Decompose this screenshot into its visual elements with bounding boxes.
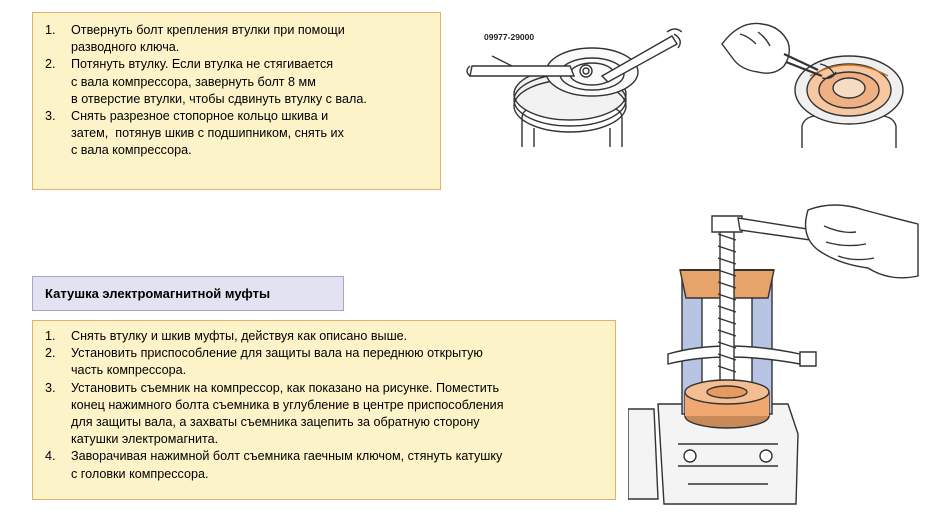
section-title: Катушка электромагнитной муфты [32,276,344,311]
coil-puller-figure [628,204,919,505]
step-text: Отвернуть болт крепления втулки при помо… [71,23,345,55]
step-text: Установить съемник на компрессор, как по… [71,380,504,447]
step-number: 2. [45,57,56,72]
tool-code-label: 09977-29000 [484,32,534,42]
list-item: 2. Установить приспособление для защиты в… [45,345,504,379]
instructions-top-panel: 1. Отвернуть болт крепления втулки при по… [32,12,441,190]
list-item: 4. Заворачивая нажимной болт съемника гае… [45,448,504,482]
step-number: 3. [45,109,56,124]
list-item: 2. Потянуть втулку. Если втулка не стягив… [45,56,367,108]
step-number: 4. [45,449,56,464]
step-text: Потянуть втулку. Если втулка не стягивае… [71,57,367,106]
step-number: 2. [45,346,56,361]
list-item: 1. Отвернуть болт крепления втулки при по… [45,22,367,56]
step-number: 3. [45,380,56,395]
step-text: Снять втулку и шкив муфты, действуя как … [71,329,408,343]
list-item: 1. Снять втулку и шкив муфты, действуя ка… [45,328,504,345]
wrench-hub-figure: 09977-29000 [466,28,682,147]
step-text: Установить приспособление для защиты вал… [71,346,483,378]
step-text: Заворачивая нажимной болт съемника гаечн… [71,449,503,481]
steps-top-list: 1. Отвернуть болт крепления втулки при по… [45,22,367,160]
snap-ring-pliers-figure [721,22,904,148]
step-number: 1. [45,329,56,343]
step-text: Снять разрезное стопорное кольцо шкива и… [71,109,344,158]
list-item: 3. Снять разрезное стопорное кольцо шкива… [45,108,367,160]
list-item: 3. Установить съемник на компрессор, как … [45,380,504,449]
steps-bottom-list: 1. Снять втулку и шкив муфты, действуя ка… [45,328,504,483]
instructions-bottom-panel: 1. Снять втулку и шкив муфты, действуя ка… [32,320,616,500]
step-number: 1. [45,23,56,37]
